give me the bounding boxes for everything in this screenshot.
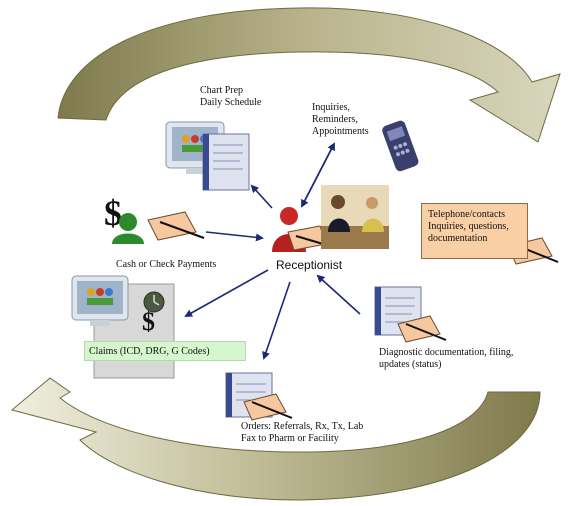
updates-status-line: updates (status) [379,359,442,370]
documentation-line: documentation [428,233,488,244]
receptionist-label: Receptionist [276,258,343,272]
telephone-contacts-box: Telephone/contacts Inquiries, questions,… [421,203,528,259]
arrow-from-inquiries [301,143,335,208]
diagnostic-label: Diagnostic documentation, filing, update… [379,347,513,371]
arrow-from-payments [205,231,264,242]
cycle-arrow-top-icon [57,7,561,143]
svg-text:$: $ [142,307,155,336]
chart-prep-line: Chart Prep [200,85,244,96]
telephone-line: Telephone/contacts [428,209,506,220]
chart-prep-label: Chart Prep Daily Schedule [200,85,261,109]
computer-monitor-icon: $ [71,275,175,379]
dollar-person-icon: $ [104,193,144,244]
pen-paper-icon [397,315,447,343]
cycle-arrow-bottom-icon [10,377,541,501]
orders-label: Orders: Referrals, Rx, Tx, Lab Fax to Ph… [241,421,363,445]
orders-line: Orders: Referrals, Rx, Tx, Lab [241,421,364,432]
arrow-to-orders [262,281,291,360]
receptionist-person-icon [272,207,331,252]
clock-icon [143,291,165,313]
inquiries-label: Inquiries, Reminders, Appointments [312,102,369,138]
fax-line: Fax to Pharm or Facility [241,433,339,444]
reminders-line: Reminders, [312,114,358,125]
inquiries-line: Inquiries, [312,102,351,113]
reception-desk-photo-icon [321,185,389,249]
claims-box: Claims (ICD, DRG, G Codes) [84,341,246,361]
cash-payments-label: Cash or Check Payments [116,259,217,270]
pen-paper-icon [243,393,293,421]
pen-paper-icon [147,211,205,241]
connector-arrows [184,142,361,360]
document-icon [202,133,250,191]
phone-icon [382,120,419,172]
arrow-to-claims [184,269,269,317]
inquiries-questions-line: Inquiries, questions, [428,221,509,232]
arrow-to-chart-prep [250,184,273,209]
daily-schedule-line: Daily Schedule [200,97,262,108]
svg-text:$: $ [104,193,122,233]
diagnostic-line: Diagnostic documentation, filing, [379,347,514,358]
appointments-line: Appointments [312,126,369,137]
arrow-from-diagnostic [316,274,361,315]
